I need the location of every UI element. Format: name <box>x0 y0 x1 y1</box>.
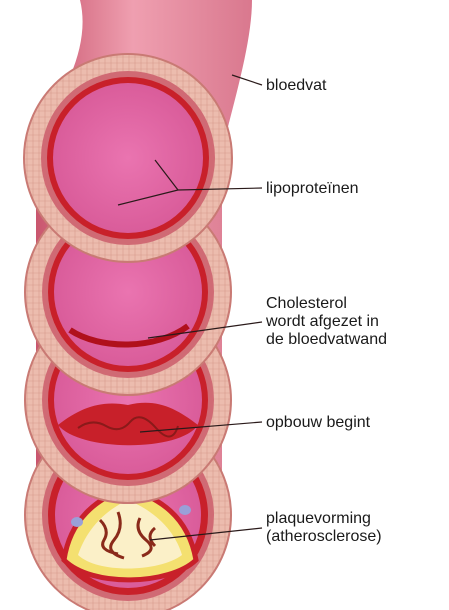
label-lipoproteins: lipoproteïnen <box>266 180 359 198</box>
label-cholesterol: Cholesterol wordt afgezet in de bloedvat… <box>266 295 387 349</box>
label-vessel: bloedvat <box>266 77 327 95</box>
label-cholesterol-line-2: wordt afgezet in <box>266 313 387 331</box>
label-cholesterol-line-1: Cholesterol <box>266 295 387 313</box>
label-plaque-line-2: (atherosclerose) <box>266 528 382 546</box>
label-plaque: plaquevorming (atherosclerose) <box>266 510 382 546</box>
label-buildup: opbouw begint <box>266 414 370 432</box>
label-plaque-line-1: plaquevorming <box>266 510 382 528</box>
label-cholesterol-line-3: de bloedvatwand <box>266 331 387 349</box>
cross-section-lipoproteins <box>24 54 232 262</box>
